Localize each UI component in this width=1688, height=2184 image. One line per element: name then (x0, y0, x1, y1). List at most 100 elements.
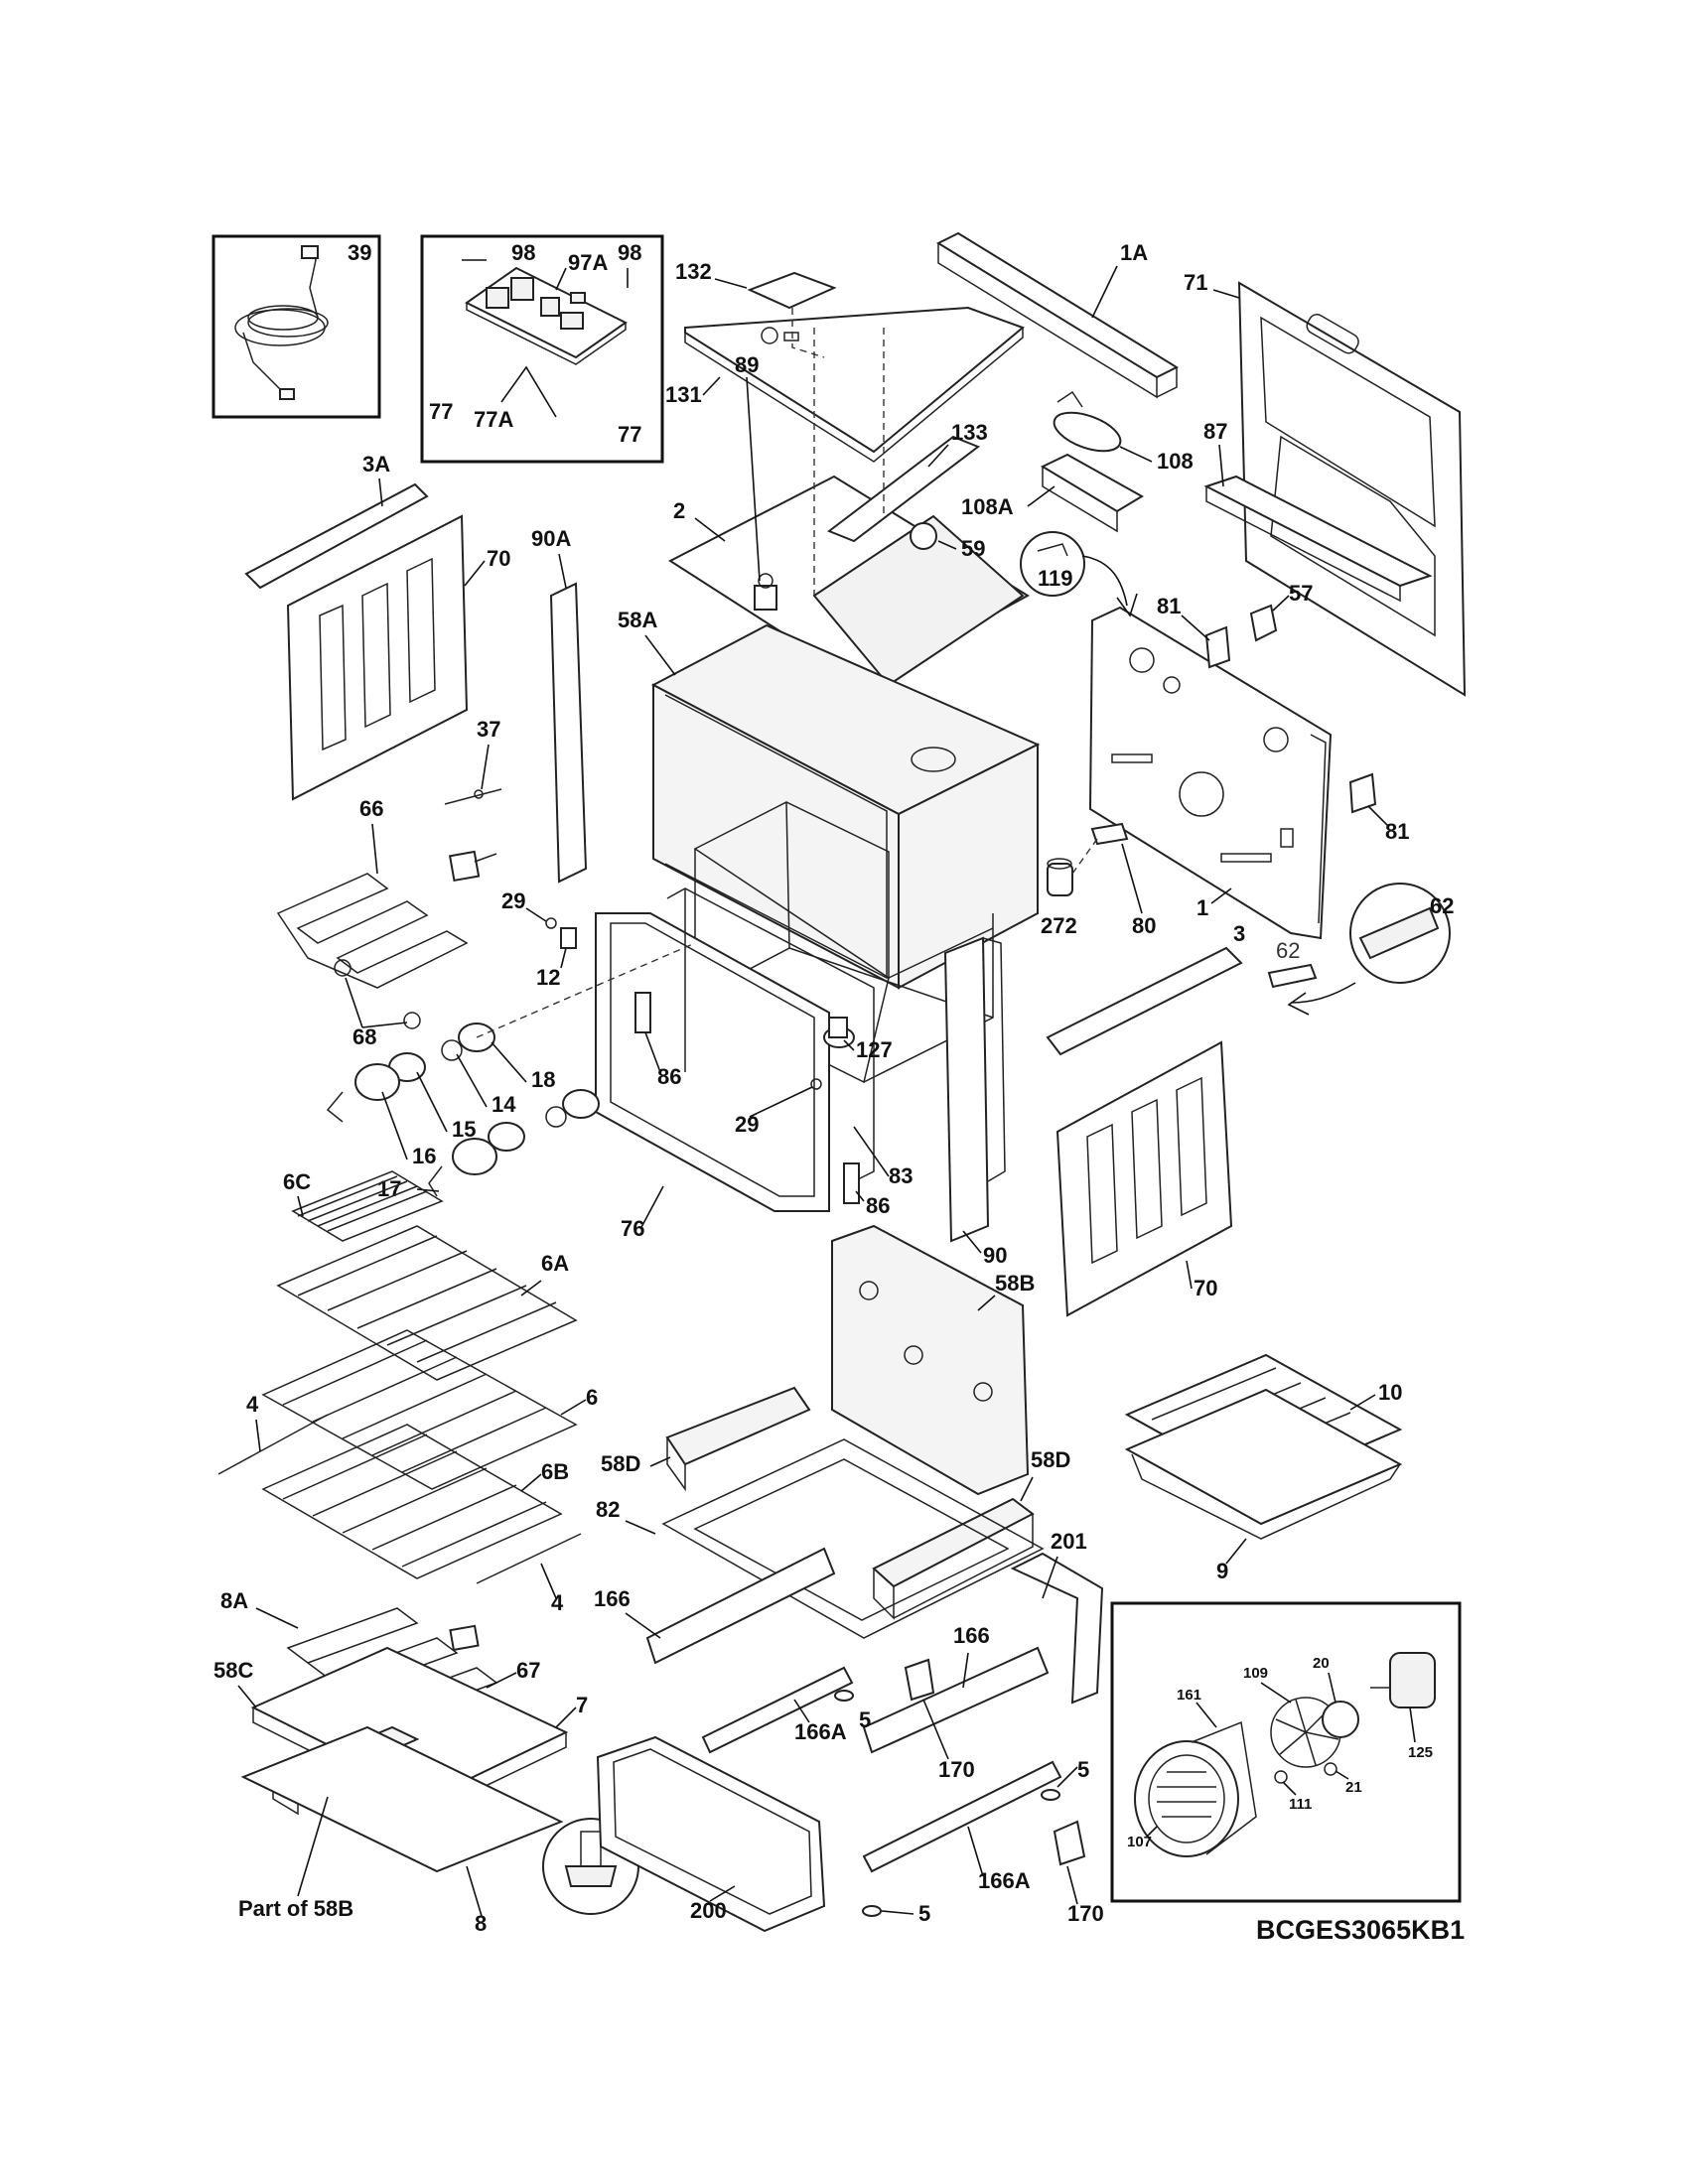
label-20: 20 (1313, 1655, 1330, 1672)
nut-21 (1324, 1762, 1337, 1776)
oven-cavity-58A (650, 623, 1041, 1084)
label-90A: 90A (531, 526, 571, 551)
label-89: 89 (735, 352, 759, 377)
label-1A: 1A (1120, 240, 1148, 265)
label-62-callout: 62 (1430, 893, 1454, 918)
label-98-right: 98 (618, 240, 641, 265)
callout-119 (1020, 531, 1138, 617)
label-3A: 3A (362, 452, 390, 477)
label-170-upper: 170 (938, 1757, 975, 1782)
fan-housing-107-161 (1134, 1720, 1257, 1857)
label-67: 67 (516, 1658, 540, 1683)
rack-6A (276, 1225, 578, 1381)
sensor-127 (823, 1017, 855, 1048)
bushing-272 (1047, 858, 1073, 896)
label-37: 37 (477, 717, 500, 742)
vent-bracket-87 (1203, 475, 1433, 603)
label-272: 272 (1041, 913, 1077, 938)
label-8: 8 (475, 1911, 487, 1936)
label-8A: 8A (220, 1588, 248, 1613)
insulation-58D-right (872, 1497, 1035, 1620)
convection-fan-inset (1110, 1601, 1462, 1903)
leg-5-bottom (862, 1905, 882, 1917)
bracket-81-upper (1204, 625, 1231, 669)
leg-5-right (1041, 1789, 1060, 1801)
inner-top-2 (667, 475, 1030, 687)
label-200: 200 (690, 1898, 727, 1923)
broiler-pan-9 (1124, 1388, 1403, 1540)
label-81-upper: 81 (1157, 594, 1181, 618)
control-board-part (465, 266, 628, 365)
rack-slide-4-left (217, 1414, 329, 1475)
label-4-left: 4 (246, 1392, 259, 1417)
rack-6B (261, 1424, 563, 1579)
rack-6 (261, 1329, 578, 1490)
label-119: 119 (1038, 566, 1073, 591)
slide-166-left (645, 1547, 836, 1665)
bracket-57 (1249, 604, 1278, 642)
back-panel-1 (1088, 606, 1333, 940)
bracket-170-lower (1053, 1820, 1086, 1866)
slide-166A-upper (701, 1666, 854, 1754)
label-68: 68 (352, 1024, 376, 1049)
clip-80 (1090, 822, 1129, 846)
side-panel-70-right (1055, 1040, 1233, 1317)
rack-slide-4-right (476, 1533, 582, 1584)
label-166-left: 166 (594, 1586, 631, 1611)
label-133: 133 (951, 420, 988, 445)
side-panel-3A (244, 482, 429, 590)
sensor-59 (910, 522, 937, 550)
label-4-right: 4 (551, 1590, 564, 1615)
screw-68 (334, 959, 421, 1029)
label-9: 9 (1216, 1559, 1228, 1583)
label-66: 66 (359, 796, 383, 821)
label-127: 127 (856, 1037, 893, 1062)
label-18: 18 (531, 1067, 555, 1092)
label-109: 109 (1243, 1665, 1268, 1682)
label-10: 10 (1378, 1380, 1402, 1405)
label-170-lower: 170 (1067, 1901, 1104, 1926)
bracket-133 (826, 435, 981, 543)
label-108: 108 (1157, 449, 1194, 474)
label-15: 15 (452, 1117, 476, 1142)
callout-62 (1287, 883, 1451, 1016)
label-16: 16 (412, 1144, 436, 1168)
side-panel-3 (1046, 946, 1243, 1056)
label-29-upper: 29 (501, 888, 525, 913)
label-90: 90 (983, 1243, 1007, 1268)
bracket-81-lower (1348, 772, 1377, 814)
label-80: 80 (1132, 913, 1156, 938)
power-cord-part (234, 245, 329, 400)
thermostat-89 (754, 573, 777, 611)
label-6C: 6C (283, 1169, 311, 1194)
label-62: 62 (1276, 938, 1300, 963)
disk-20 (1322, 1701, 1359, 1738)
side-insulation-90 (943, 936, 1006, 1243)
label-6: 6 (586, 1385, 598, 1410)
label-108A: 108A (961, 494, 1014, 519)
label-201: 201 (1051, 1529, 1087, 1554)
rear-rail-1A (935, 231, 1180, 399)
hinge-86-upper (634, 992, 651, 1033)
bottom-plate-8 (240, 1725, 564, 1873)
label-3: 3 (1233, 921, 1245, 946)
label-107: 107 (1127, 1834, 1152, 1850)
label-166-right: 166 (953, 1623, 990, 1648)
rack-6C (291, 1170, 444, 1242)
label-5-upper: 5 (859, 1707, 871, 1732)
control-board-inset (420, 234, 664, 464)
label-77-right: 77 (618, 422, 641, 447)
label-77-left: 77 (429, 399, 453, 424)
label-125: 125 (1408, 1744, 1433, 1761)
label-57: 57 (1289, 581, 1313, 606)
label-98-left: 98 (511, 240, 535, 265)
label-166A-lower: 166A (978, 1868, 1031, 1893)
fan-108 (1053, 390, 1122, 453)
side-panel-70-left (286, 514, 469, 801)
label-58B: 58B (995, 1271, 1035, 1296)
label-5-right: 5 (1077, 1757, 1089, 1782)
bracket-170-upper (904, 1658, 935, 1702)
label-14: 14 (492, 1092, 516, 1117)
label-part-of-58B: Part of 58B (238, 1896, 353, 1921)
insulation-58B (831, 1224, 1030, 1496)
